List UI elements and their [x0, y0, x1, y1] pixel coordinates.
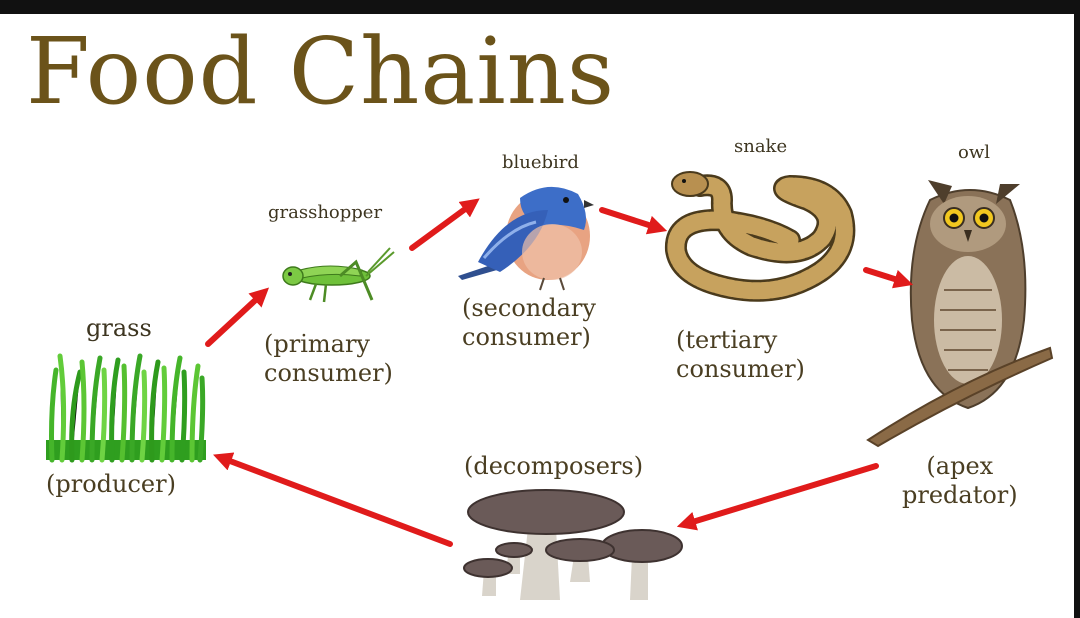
tertiary-consumer-role-label: (tertiary consumer)	[676, 326, 805, 384]
arrow-decomposers-to-grass	[213, 452, 453, 547]
grass-icon	[46, 353, 206, 463]
apex-predator-role-label: (apex predator)	[902, 452, 1018, 510]
decomposers-role-label: (decomposers)	[464, 452, 644, 480]
secondary-consumer-role-line1: (secondary	[462, 294, 596, 322]
grasshopper-icon	[282, 247, 395, 303]
owl-icon	[866, 180, 1054, 448]
arrow-snake-to-owl	[863, 267, 914, 289]
secondary-consumer-role-line2: consumer)	[462, 322, 591, 351]
mushroom-icon	[463, 489, 683, 600]
grasshopper-name-label: grasshopper	[268, 202, 383, 223]
snake-name-label: snake	[734, 136, 788, 157]
tertiary-consumer-role-line1: (tertiary	[676, 326, 778, 354]
page-title: Food Chains	[26, 18, 616, 125]
producer-role-label: (producer)	[46, 470, 176, 498]
primary-consumer-role-label: (primary consumer)	[264, 330, 393, 388]
right-frame-bar	[1074, 0, 1080, 618]
arrow-bluebird-to-snake	[599, 207, 668, 235]
primary-consumer-role-line2: consumer)	[264, 358, 393, 387]
bluebird-icon	[458, 186, 594, 291]
secondary-consumer-role-label: (secondary consumer)	[462, 294, 596, 352]
snake-icon	[664, 171, 856, 302]
owl-name-label: owl	[958, 142, 991, 163]
bluebird-name-label: bluebird	[502, 152, 579, 173]
arrow-owl-to-decomposers	[676, 463, 879, 531]
apex-predator-role-line2: predator)	[902, 480, 1018, 509]
arrow-grass-to-grasshopper	[205, 287, 270, 347]
primary-consumer-role-line1: (primary	[264, 330, 370, 358]
grass-name-label: grass	[86, 314, 152, 342]
tertiary-consumer-role-line2: consumer)	[676, 354, 805, 383]
top-frame-bar	[0, 0, 1080, 14]
apex-predator-role-line1: (apex	[926, 452, 994, 480]
arrow-grasshopper-to-bluebird	[409, 198, 480, 251]
